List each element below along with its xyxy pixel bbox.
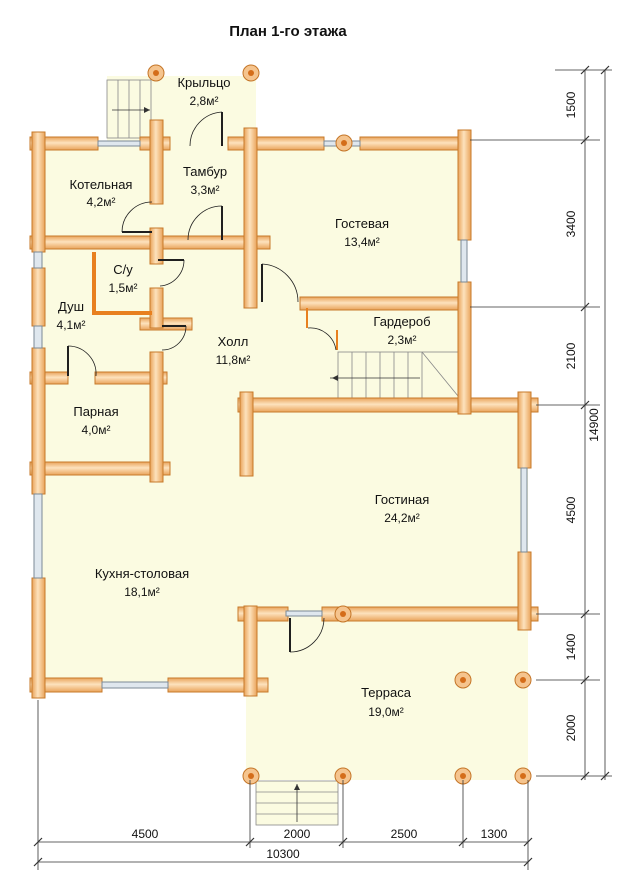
dim-right-total: 14900 (587, 408, 601, 442)
room-name-boiler: Котельная (70, 177, 133, 192)
room-area-guest: 13,4м² (344, 235, 380, 249)
room-name-hall: Холл (218, 334, 249, 349)
room-area-wardrobe: 2,3м² (388, 333, 417, 347)
dim-right-4500: 4500 (564, 496, 578, 523)
room-area-shower: 4,1м² (57, 318, 86, 332)
dim-bottom-1300: 1300 (481, 827, 508, 841)
room-name-porch: Крыльцо (177, 75, 230, 90)
walls-vertical (31, 119, 532, 699)
porch-stairs (106, 79, 152, 139)
partitions (92, 252, 338, 350)
room-area-wc: 1,5м² (109, 281, 138, 295)
room-name-vestibule: Тамбур (183, 164, 227, 179)
doors (67, 111, 337, 653)
room-area-kitchen: 18,1м² (124, 585, 160, 599)
dim-right-1400: 1400 (564, 633, 578, 660)
room-name-living: Гостиная (375, 492, 430, 507)
dim-right-3400: 3400 (564, 210, 578, 237)
room-area-living: 24,2м² (384, 511, 420, 525)
room-name-wc: С/у (113, 262, 133, 277)
dimension-lines-bottom (33, 700, 533, 870)
room-area-terrace: 19,0м² (368, 705, 404, 719)
dimension-labels-bottom: 4500 2000 2500 1300 10300 (132, 827, 508, 861)
interior-stairs (330, 351, 465, 405)
dim-bottom-2000: 2000 (284, 827, 311, 841)
room-labels: Крыльцо 2,8м² Тамбур 3,3м² Котельная 4,2… (57, 75, 431, 719)
room-area-porch: 2,8м² (190, 94, 219, 108)
room-area-vestibule: 3,3м² (191, 183, 220, 197)
dim-right-2000: 2000 (564, 714, 578, 741)
terrace-stairs (255, 780, 339, 826)
dimension-labels-right: 1500 3400 2100 4500 1400 2000 14900 (564, 91, 601, 741)
room-name-wardrobe: Гардероб (373, 314, 430, 329)
room-area-steam: 4,0м² (82, 423, 111, 437)
dim-right-1500: 1500 (564, 91, 578, 118)
room-name-kitchen: Кухня-столовая (95, 566, 189, 581)
room-area-hall: 11,8м² (216, 353, 251, 367)
room-name-terrace: Терраса (361, 685, 412, 700)
room-name-steam: Парная (73, 404, 118, 419)
room-name-guest: Гостевая (335, 216, 389, 231)
posts (147, 64, 532, 785)
room-name-shower: Душ (58, 299, 84, 314)
plan-title: План 1-го этажа (229, 23, 347, 40)
dim-bottom-2500: 2500 (391, 827, 418, 841)
room-area-boiler: 4,2м² (87, 195, 116, 209)
dimension-lines-right (470, 65, 612, 781)
dim-bottom-4500: 4500 (132, 827, 159, 841)
dim-bottom-total: 10300 (266, 847, 300, 861)
dim-right-2100: 2100 (564, 342, 578, 369)
